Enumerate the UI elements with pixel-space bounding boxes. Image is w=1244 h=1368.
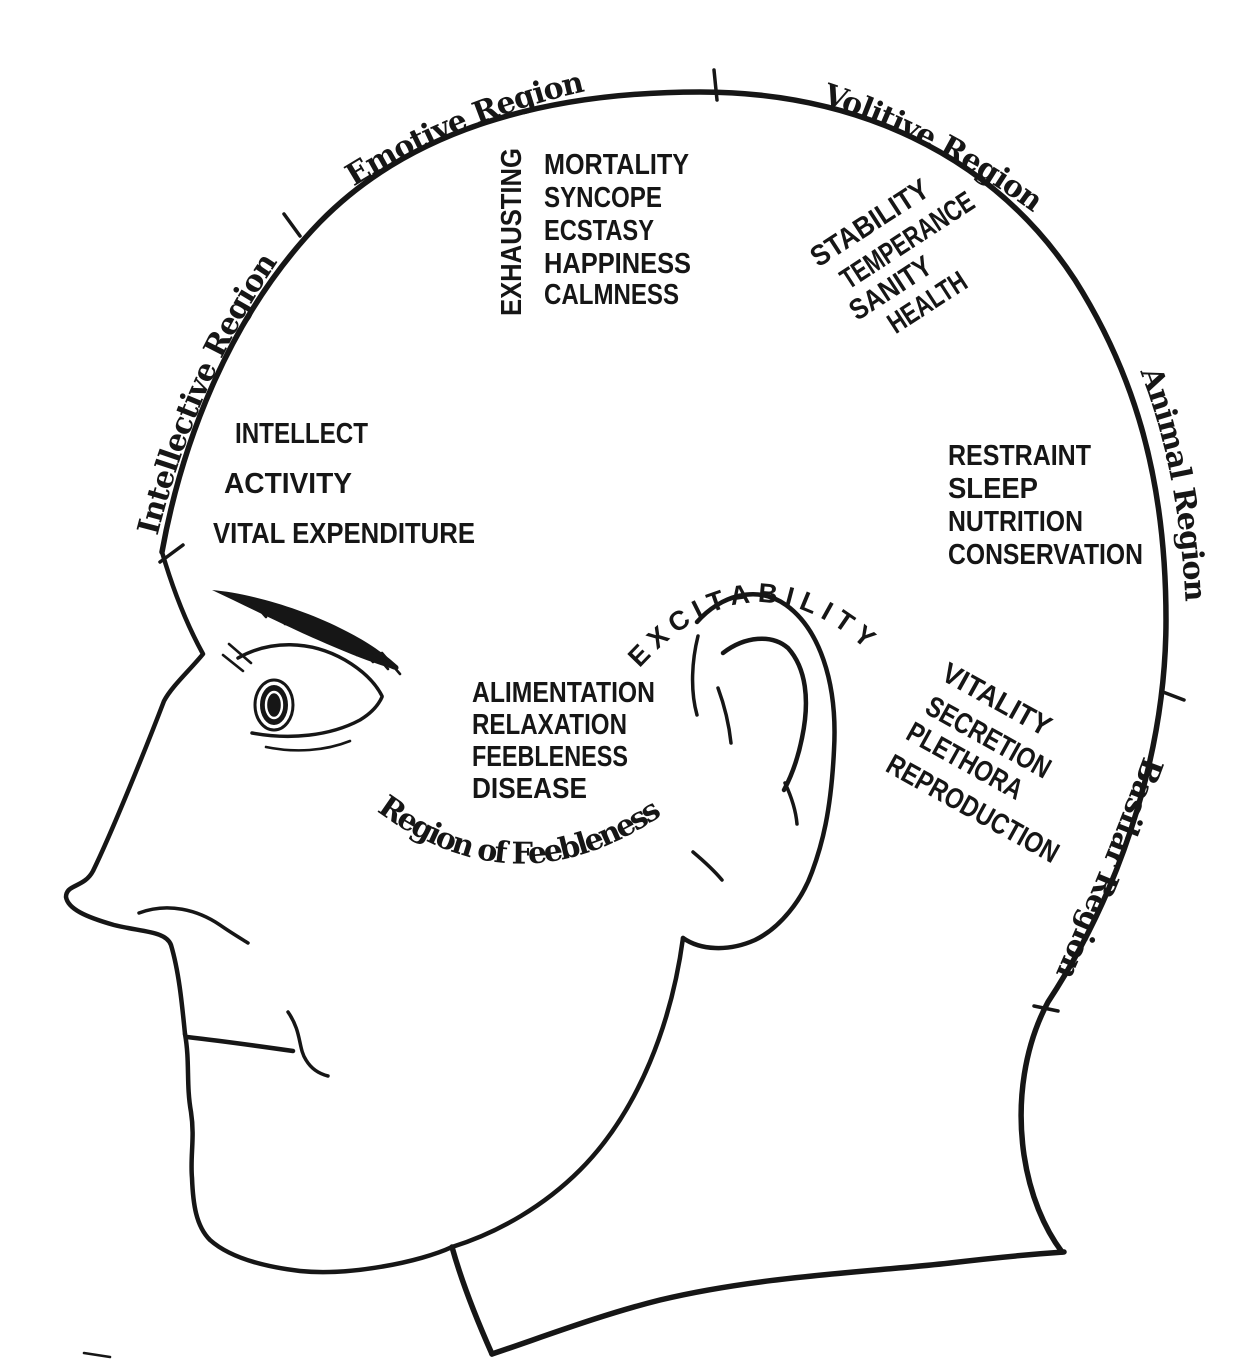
trait-label: RESTRAINT xyxy=(948,440,1091,472)
trait-label: NUTRITION xyxy=(948,506,1083,538)
mouth-corner-line xyxy=(286,1010,330,1078)
excitability-arc-label: EXCITABILITY xyxy=(622,578,886,673)
trait-label: SYNCOPE xyxy=(544,182,662,214)
region-boundary-ticks xyxy=(158,68,1186,1013)
intellective-trait-list: INTELLECT ACTIVITY VITAL EXPENDITURE xyxy=(213,418,475,550)
trait-label: ALIMENTATION xyxy=(472,677,655,709)
ear-lobe-inner-line xyxy=(783,781,799,826)
trait-label: ECSTASY xyxy=(544,215,654,247)
ear-inner-helix xyxy=(720,636,809,793)
neck-front-line xyxy=(449,1244,495,1357)
tick-intellective-lower xyxy=(158,543,185,564)
upper-eyelid xyxy=(236,643,384,698)
eye-iris-outline xyxy=(253,678,295,732)
collar-line xyxy=(489,1249,1067,1357)
trait-label: CALMNESS xyxy=(544,279,679,311)
upper-lip-line xyxy=(184,1034,296,1054)
trait-label: SLEEP xyxy=(948,473,1038,505)
lower-eyelid-crease xyxy=(264,739,352,752)
trait-label: DISEASE xyxy=(472,773,587,805)
chin-profile xyxy=(182,1031,455,1275)
basilar-region-arc-label: Basilar Region xyxy=(1048,753,1169,985)
feebleness-trait-list: ALIMENTATION RELAXATION FEEBLENESS DISEA… xyxy=(472,677,655,805)
trait-label: CONSERVATION xyxy=(948,539,1143,571)
tick-animal-basilar xyxy=(1161,690,1186,702)
ear-group xyxy=(680,592,837,951)
tick-emotive-intellective xyxy=(282,212,302,238)
lower-eyelid xyxy=(250,695,384,739)
nostril-line xyxy=(137,906,250,945)
trait-label: MORTALITY xyxy=(544,149,689,181)
animal-region-arc-label: Animal Region xyxy=(1132,361,1212,602)
ear-front-edge xyxy=(690,634,700,717)
ear-tragus-line xyxy=(716,686,733,745)
skull-outline xyxy=(159,89,1169,1255)
tick-crown xyxy=(712,68,719,102)
trait-label: VITAL EXPENDITURE xyxy=(213,518,475,550)
trait-label: ACTIVITY xyxy=(224,468,352,500)
exhausting-vertical-label: EXHAUSTING xyxy=(496,148,528,316)
eyebrow-hatching xyxy=(248,597,402,676)
trait-label: RELAXATION xyxy=(472,709,627,741)
face-profile xyxy=(63,549,206,1037)
trait-label: HAPPINESS xyxy=(544,248,691,280)
eye-pupil xyxy=(260,685,288,725)
tick-basilar-lower xyxy=(1032,1004,1060,1013)
trait-label: INTELLECT xyxy=(235,418,368,450)
eyelash-stroke-1 xyxy=(227,642,253,665)
eye-iris-ring xyxy=(264,690,284,720)
eyelash-stroke-2 xyxy=(221,653,245,673)
basilar-trait-list: VITALITY SECRETION PLETHORA REPRODUCTION xyxy=(881,657,1064,870)
page-edge-mark xyxy=(82,1351,112,1359)
animal-trait-list: RESTRAINT SLEEP NUTRITION CONSERVATION xyxy=(948,440,1143,571)
ear-outer-line xyxy=(680,592,837,951)
eye-group xyxy=(212,590,402,752)
trait-label: FEEBLENESS xyxy=(472,741,628,773)
jaw-line xyxy=(449,935,686,1250)
ear-lobe-notch xyxy=(691,850,724,882)
crown-trait-list: MORTALITY SYNCOPE ECSTASY HAPPINESS CALM… xyxy=(544,149,691,311)
head-outline-group xyxy=(63,89,1169,1359)
